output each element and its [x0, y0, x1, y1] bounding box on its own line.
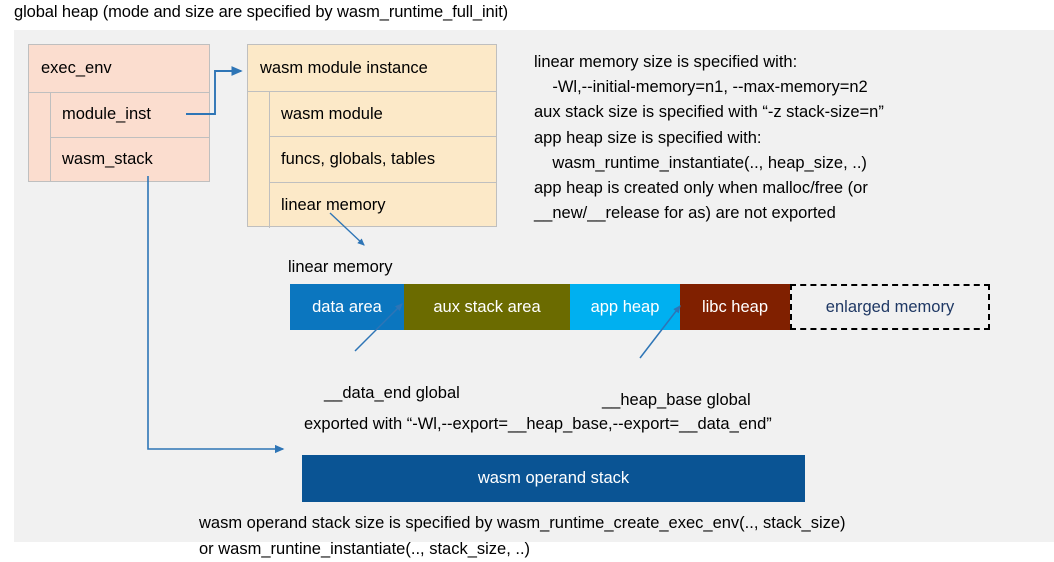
- module-instance-body: wasm module funcs, globals, tables linea…: [248, 92, 496, 228]
- memory-segment-data-area: data area: [290, 284, 404, 330]
- exec-env-row-wasm-stack: wasm_stack: [62, 150, 153, 169]
- wasm-module-instance-box: wasm module instance wasm module funcs, …: [247, 44, 497, 228]
- exec-env-header: exec_env: [29, 45, 209, 93]
- exec-env-box: exec_env module_inst wasm_stack: [28, 44, 210, 182]
- memory-segment-enlarged-memory: enlarged memory: [790, 284, 990, 330]
- exec-env-row-module-inst: module_inst: [51, 93, 209, 138]
- runtime-notes-text: linear memory size is specified with: -W…: [534, 53, 884, 223]
- diagram-panel: exec_env module_inst wasm_stack wasm mod…: [14, 30, 1054, 558]
- module-instance-row-linear-memory: linear memory: [281, 195, 386, 214]
- exec-env-gutter: [29, 93, 51, 182]
- exec-env-rows: module_inst wasm_stack: [51, 93, 209, 182]
- page-title: global heap (mode and size are specified…: [14, 3, 509, 21]
- module-instance-rows: wasm module funcs, globals, tables linea…: [270, 92, 496, 228]
- linear-memory-bar-label: linear memory: [288, 258, 393, 276]
- module-instance-header: wasm module instance: [248, 45, 496, 92]
- module-instance-row-wasm-module: wasm module: [270, 92, 496, 138]
- data-end-annotation: __data_end global: [324, 384, 460, 402]
- wasm-operand-stack-box: wasm operand stack: [302, 455, 805, 502]
- module-instance-gutter: [248, 92, 270, 228]
- memory-segment-app-heap: app heap: [570, 284, 680, 330]
- memory-segment-aux-stack-area: aux stack area: [404, 284, 570, 330]
- module-instance-row-funcs-globals-tables: funcs, globals, tables: [270, 137, 496, 183]
- memory-segment-libc-heap: libc heap: [680, 284, 790, 330]
- export-flags-annotation: exported with “-Wl,--export=__heap_base,…: [304, 415, 772, 433]
- heap-base-annotation: __heap_base global: [602, 391, 751, 409]
- operand-stack-caption: wasm operand stack size is specified by …: [199, 514, 846, 558]
- exec-env-body: module_inst wasm_stack: [29, 93, 209, 182]
